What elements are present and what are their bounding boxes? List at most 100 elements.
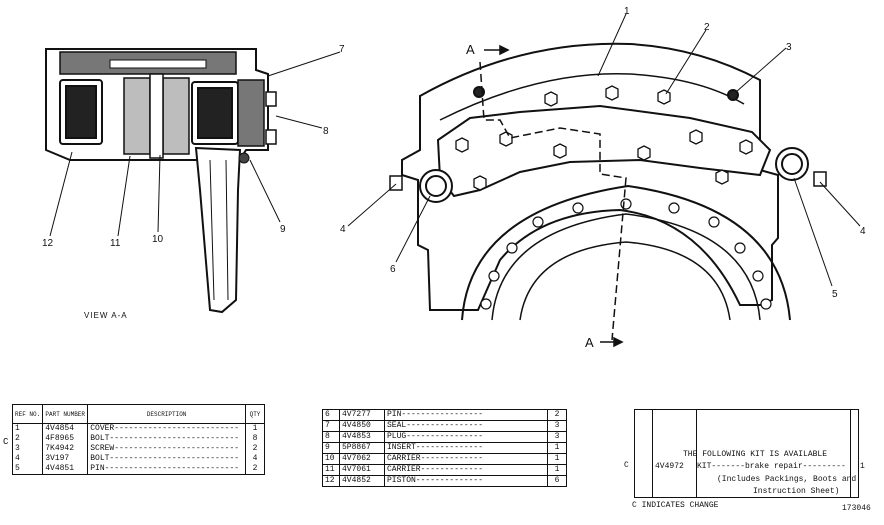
bolt-pattern bbox=[455, 85, 753, 191]
ref-cell: 4 bbox=[11, 454, 44, 464]
qty-cell: 2 bbox=[245, 464, 265, 475]
part-cell: 4V4853 bbox=[339, 431, 385, 443]
view-caption: VIEW A-A bbox=[84, 311, 128, 320]
kit-divider bbox=[652, 410, 653, 497]
callout-9: 9 bbox=[280, 224, 286, 235]
ref-cell: 1 bbox=[11, 423, 44, 434]
callout-4-right: 4 bbox=[860, 226, 866, 237]
qty-cell: 3 bbox=[547, 431, 567, 443]
change-note: C INDICATES CHANGE bbox=[632, 501, 719, 510]
ref-cell: 12 bbox=[322, 475, 340, 487]
desc-cell: PLUG---------------- bbox=[384, 431, 548, 443]
table-row: 1 4V4854 COVER--------------------------… bbox=[11, 423, 265, 434]
table-row: 5 4V4851 PIN----------------------------… bbox=[11, 464, 265, 475]
ref-cell: 2 bbox=[11, 434, 44, 444]
desc-cell: CARRIER------------- bbox=[384, 453, 548, 465]
callout-1: 1 bbox=[624, 6, 630, 17]
qty-cell: 8 bbox=[245, 434, 265, 444]
part-cell: 3V197 bbox=[42, 454, 89, 464]
header-part: PART NUMBER bbox=[42, 404, 89, 424]
callout-8: 8 bbox=[323, 126, 329, 137]
leader-lines-right bbox=[347, 13, 861, 287]
table-row: 7 4V4850 SEAL---------------- 3 bbox=[322, 420, 567, 432]
desc-cell: BOLT--------------------------- bbox=[87, 454, 246, 464]
table-row: 3 7K4942 SCREW--------------------------… bbox=[11, 444, 265, 454]
desc-cell: SCREW-------------------------- bbox=[87, 444, 246, 454]
desc-cell: PIN---------------------------- bbox=[87, 464, 246, 475]
table-row: 10 4V7062 CARRIER------------- 1 bbox=[322, 453, 567, 465]
callout-7: 7 bbox=[339, 44, 345, 55]
desc-cell: COVER-------------------------- bbox=[87, 423, 246, 434]
section-arrows bbox=[484, 44, 624, 348]
section-marker-top: A bbox=[466, 42, 475, 57]
ref-cell: 11 bbox=[322, 464, 340, 476]
part-cell: 4V4854 bbox=[42, 423, 89, 434]
callout-5: 5 bbox=[832, 289, 838, 300]
leader-lines-left bbox=[49, 51, 341, 237]
header-qty: QTY bbox=[245, 404, 265, 424]
part-cell: 7K4942 bbox=[42, 444, 89, 454]
table-row: 8 4V4853 PLUG---------------- 3 bbox=[322, 431, 567, 443]
kit-line-1: KIT-------brake repair--------- bbox=[697, 462, 846, 471]
callout-2: 2 bbox=[704, 22, 710, 33]
part-cell: 4V4852 bbox=[339, 475, 385, 487]
desc-cell: INSERT-------------- bbox=[384, 442, 548, 454]
qty-cell: 1 bbox=[547, 464, 567, 476]
kit-part-number: 4V4972 bbox=[655, 462, 684, 471]
part-cell: 4V7277 bbox=[339, 409, 385, 421]
caliper-view bbox=[389, 42, 827, 321]
drawing-number: 173046 bbox=[842, 504, 871, 513]
table-row: 4 3V197 BOLT--------------------------- … bbox=[11, 454, 265, 464]
ref-cell: 5 bbox=[11, 464, 44, 475]
callout-3: 3 bbox=[786, 42, 792, 53]
qty-cell: 1 bbox=[547, 453, 567, 465]
qty-cell: 4 bbox=[245, 454, 265, 464]
desc-cell: SEAL---------------- bbox=[384, 420, 548, 432]
callout-12: 12 bbox=[42, 238, 54, 249]
callout-11: 11 bbox=[110, 238, 121, 249]
kit-change-mark: C bbox=[624, 461, 629, 470]
part-cell: 4F8965 bbox=[42, 434, 89, 444]
table-row: 11 4V7061 CARRIER------------- 1 bbox=[322, 464, 567, 476]
ref-cell: 7 bbox=[322, 420, 340, 432]
section-view bbox=[45, 48, 277, 314]
header-ref: REF NO. bbox=[11, 404, 44, 424]
table-row: 12 4V4852 PISTON-------------- 6 bbox=[322, 475, 567, 487]
qty-cell: 2 bbox=[547, 409, 567, 421]
change-mark-left: C bbox=[3, 437, 9, 447]
qty-cell: 2 bbox=[245, 444, 265, 454]
kit-divider bbox=[850, 410, 851, 497]
ref-cell: 9 bbox=[322, 442, 340, 454]
table-row: 6 4V7277 PIN----------------- 2 bbox=[322, 409, 567, 421]
part-cell: 5P8867 bbox=[339, 442, 385, 454]
callout-6: 6 bbox=[390, 264, 396, 275]
desc-cell: PISTON-------------- bbox=[384, 475, 548, 487]
ref-cell: 10 bbox=[322, 453, 340, 465]
table-row: 9 5P8867 INSERT-------------- 1 bbox=[322, 442, 567, 454]
desc-cell: PIN----------------- bbox=[384, 409, 548, 421]
callout-10: 10 bbox=[152, 234, 164, 245]
table-row: 2 4F8965 BOLT---------------------------… bbox=[11, 434, 265, 444]
header-desc: DESCRIPTION bbox=[87, 404, 246, 424]
qty-cell: 3 bbox=[547, 420, 567, 432]
part-cell: 4V7062 bbox=[339, 453, 385, 465]
part-cell: 4V4851 bbox=[42, 464, 89, 475]
ref-cell: 8 bbox=[322, 431, 340, 443]
qty-cell: 6 bbox=[547, 475, 567, 487]
qty-cell: 1 bbox=[547, 442, 567, 454]
table-header-row: REF NO. PART NUMBER DESCRIPTION QTY bbox=[11, 404, 265, 424]
ref-cell: 6 bbox=[322, 409, 340, 421]
qty-cell: 1 bbox=[245, 423, 265, 434]
parts-table-middle: 6 4V7277 PIN----------------- 2 7 4V4850… bbox=[322, 409, 567, 487]
kit-line-2: (Includes Packings, Boots and bbox=[717, 475, 857, 484]
part-cell: 4V4850 bbox=[339, 420, 385, 432]
section-marker-bottom: A bbox=[585, 335, 594, 350]
section-line bbox=[479, 61, 627, 341]
desc-cell: CARRIER------------- bbox=[384, 464, 548, 476]
ref-cell: 3 bbox=[11, 444, 44, 454]
kit-divider bbox=[696, 410, 697, 497]
parts-table-left: REF NO. PART NUMBER DESCRIPTION QTY 1 4V… bbox=[11, 404, 265, 475]
kit-line-3: Instruction Sheet) bbox=[753, 487, 840, 496]
kit-heading: THE FOLLOWING KIT IS AVAILABLE bbox=[683, 450, 828, 459]
